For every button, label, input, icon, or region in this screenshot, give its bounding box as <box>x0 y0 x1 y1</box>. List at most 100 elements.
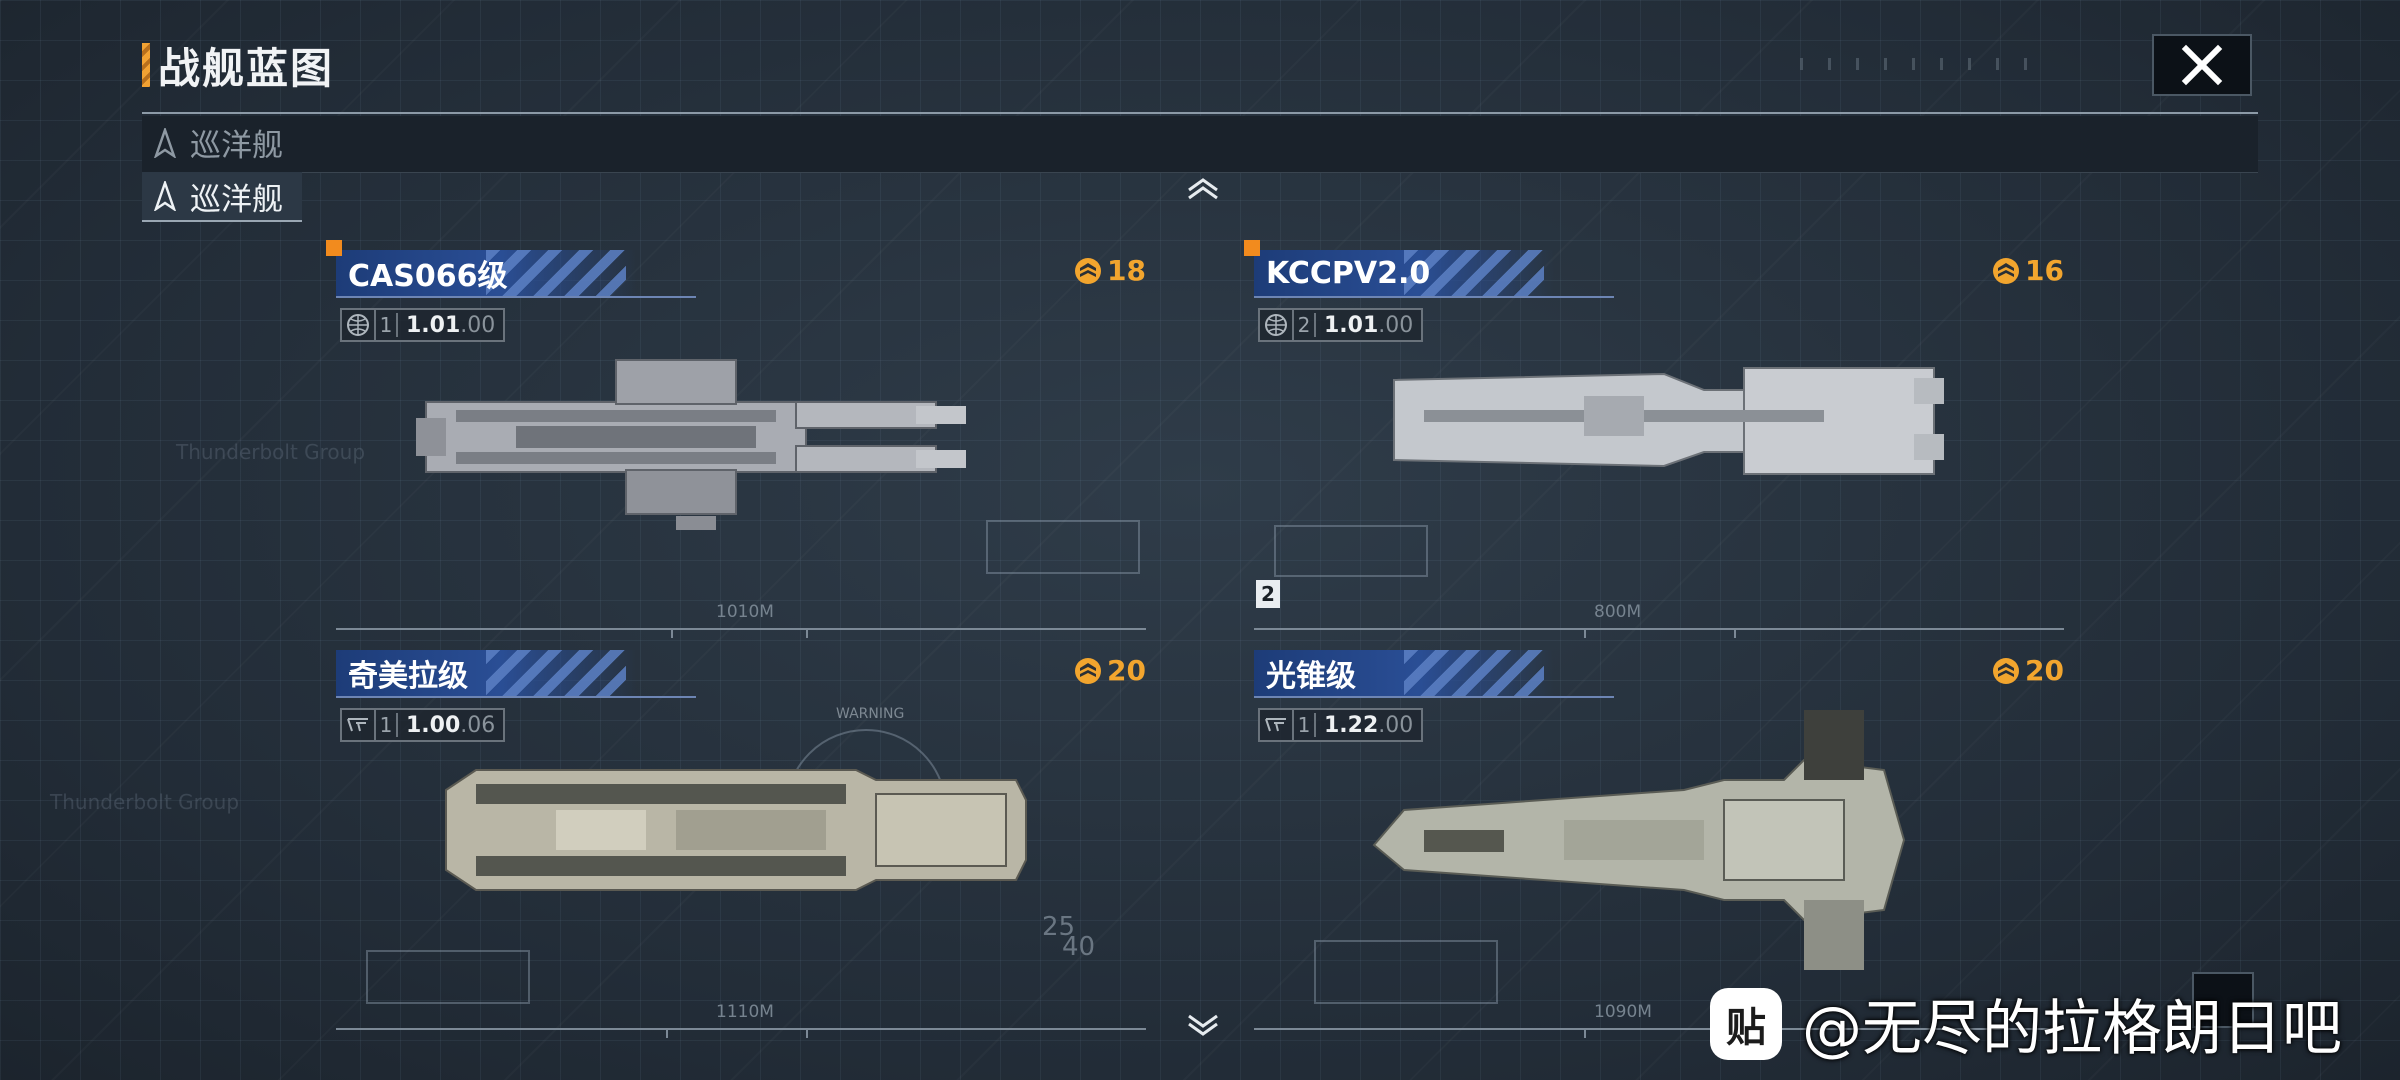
ship-name: KCCPV2.0 <box>1266 255 1431 291</box>
category-dropdown[interactable]: 巡洋舰 <box>142 120 283 165</box>
banner-underline <box>1254 296 1614 298</box>
ship-image <box>1372 710 1906 970</box>
title-accent <box>142 43 150 87</box>
version-main: 1.01 <box>406 312 461 338</box>
blueprint-version: 1.22.00 <box>1316 713 1421 738</box>
command-point-icon <box>1993 657 2020 684</box>
faction-icon <box>342 710 376 740</box>
ship-cost-value: 20 <box>1107 654 1146 687</box>
scale-tick <box>806 1028 808 1038</box>
blueprint-tier: 2 <box>1294 313 1316 337</box>
ship-name-banner: 光锥级 <box>1254 650 1554 696</box>
ship-cost: 20 <box>1073 654 1146 687</box>
ship-cost: 20 <box>1991 654 2064 687</box>
blueprint-version: 1.01.00 <box>1316 313 1421 338</box>
ship-card[interactable]: CAS066级 18 1 1.01.00 1010M <box>326 240 1146 638</box>
length-scale <box>1254 1028 2064 1030</box>
ship-image <box>416 359 966 530</box>
cruiser-icon <box>154 181 176 211</box>
ship-card[interactable]: KCCPV2.0 16 2 1.01.00 2 800M <box>1244 240 2064 638</box>
close-button[interactable] <box>2152 34 2252 96</box>
banner-underline <box>1254 696 1614 698</box>
globe-icon <box>1260 310 1294 340</box>
version-main: 1.22 <box>1324 712 1379 738</box>
length-scale <box>1254 628 2064 630</box>
blueprint-tier: 1 <box>1294 713 1316 737</box>
schematic-decor <box>1274 525 1428 577</box>
banner-underline <box>336 296 696 298</box>
blueprint-version: 1.00.06 <box>398 713 503 738</box>
bg-decor-text: Thunderbolt Group <box>176 440 366 464</box>
ship-cost-value: 20 <box>2025 654 2064 687</box>
tieba-logo-icon: 贴 <box>1710 987 1782 1060</box>
scale-tick <box>806 628 808 638</box>
schematic-decor <box>1314 940 1498 1004</box>
ship-card[interactable]: 光锥级 20 1 1.22.00 1090M <box>1254 650 2064 1038</box>
warning-label: WARNING <box>836 706 905 722</box>
ship-version-tag: 1 1.01.00 <box>340 308 506 342</box>
banner-underline <box>336 696 696 698</box>
blueprint-tier: 1 <box>376 713 398 737</box>
ship-image <box>1393 367 1944 475</box>
blueprint-version: 1.01.00 <box>398 313 503 338</box>
faction-icon <box>1260 710 1294 740</box>
new-marker <box>1244 240 1260 256</box>
ship-card[interactable]: 奇美拉级 20 1 1.00.06 WARNING 25 40 1110M <box>336 650 1146 1038</box>
ship-cost-value: 18 <box>1107 254 1146 287</box>
ship-name: CAS066级 <box>348 259 508 294</box>
cruiser-icon <box>154 127 176 158</box>
schematic-decor <box>986 520 1140 574</box>
version-sub: .00 <box>1378 712 1414 738</box>
ship-length: 1010M <box>716 602 774 622</box>
ship-name-banner: KCCPV2.0 <box>1254 250 1554 296</box>
length-scale <box>336 628 1146 630</box>
watermark: 贴 @无尽的拉格朗日吧 <box>1710 980 2342 1067</box>
page-title: 战舰蓝图 <box>158 43 335 93</box>
ship-version-tag: 1 1.22.00 <box>1258 708 1424 742</box>
ship-cost: 18 <box>1073 254 1146 287</box>
version-sub: .06 <box>460 712 496 738</box>
ship-cost: 16 <box>1991 254 2064 287</box>
ship-name: 光锥级 <box>1266 659 1356 694</box>
category-bar[interactable] <box>142 116 2258 173</box>
version-main: 1.01 <box>1324 312 1379 338</box>
ship-length: 1110M <box>716 1002 774 1022</box>
version-sub: .00 <box>460 312 496 338</box>
schematic-decor <box>366 950 530 1004</box>
ship-name-banner: 奇美拉级 <box>336 650 636 696</box>
globe-icon <box>342 310 376 340</box>
ship-name-banner: CAS066级 <box>336 250 636 296</box>
scale-tick <box>671 628 673 638</box>
category-dropdown-label: 巡洋舰 <box>190 128 283 164</box>
category-option-cruiser[interactable]: 巡洋舰 <box>142 172 302 222</box>
blueprint-tier: 1 <box>376 313 398 337</box>
category-option-label: 巡洋舰 <box>190 181 283 218</box>
header-divider <box>142 112 2258 114</box>
version-sub: .00 <box>1378 312 1414 338</box>
length-scale <box>336 1028 1146 1030</box>
bg-decor-text: Thunderbolt Group <box>50 790 240 814</box>
ship-length: 1090M <box>1594 1002 1652 1022</box>
ship-version-tag: 1 1.00.06 <box>340 708 506 742</box>
corner-button[interactable] <box>2192 972 2254 1028</box>
command-point-icon <box>1075 657 1102 684</box>
scale-tick <box>1734 628 1736 638</box>
blueprint-tier-badge: 2 <box>1256 580 1280 608</box>
command-point-icon <box>1993 257 2020 284</box>
ship-name: 奇美拉级 <box>348 659 468 694</box>
command-point-icon <box>1075 257 1102 284</box>
scale-tick <box>666 1028 668 1038</box>
version-main: 1.00 <box>406 712 461 738</box>
chevron-up-icon <box>1188 178 1218 200</box>
ship-image <box>445 769 1027 891</box>
new-marker <box>326 240 342 256</box>
scroll-up-button[interactable] <box>1186 176 1220 206</box>
decor-number: 25 <box>1042 912 1076 942</box>
decor-number: 40 <box>1062 932 1096 962</box>
scroll-down-button[interactable] <box>1186 1012 1220 1042</box>
chevron-down-icon <box>1188 1014 1218 1036</box>
ship-cost-value: 16 <box>2025 254 2064 287</box>
close-icon <box>2181 44 2223 86</box>
